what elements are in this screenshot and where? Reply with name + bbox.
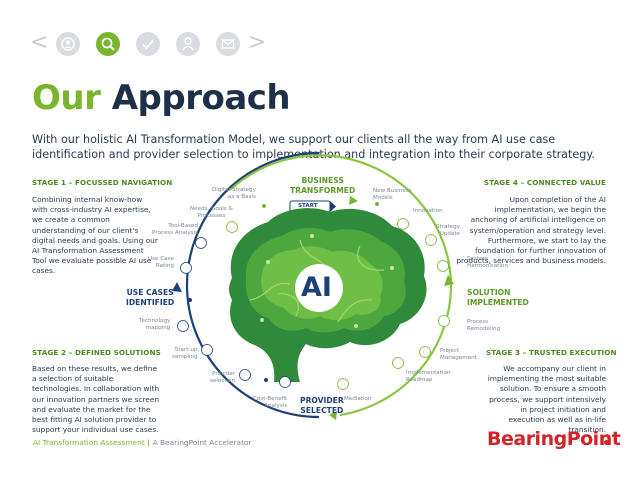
step-icons: [177, 218, 450, 390]
implementation-roadmap-icon: [392, 357, 404, 369]
logo-dot-icon: [604, 440, 609, 445]
footer: AI Transformation Assessment | A Bearing…: [33, 438, 252, 447]
strategy-update-icon: [425, 234, 437, 246]
ai-badge: [295, 264, 343, 312]
title-part-1: Our: [32, 78, 112, 118]
footer-accelerator: A BearingPoint Accelerator: [152, 438, 252, 447]
nav-prev-arrow[interactable]: <: [30, 30, 49, 55]
stage-4-heading: STAGE 4 – CONNECTED VALUE: [483, 178, 606, 187]
ai-label: AI: [301, 272, 332, 303]
cycle-dots-blue: [188, 298, 268, 382]
process-remodeling-icon: [438, 315, 450, 327]
footer-separator: |: [144, 438, 153, 447]
person-icon[interactable]: [176, 32, 200, 56]
start-up-sampling-icon: [201, 344, 213, 356]
mediation-icon: [337, 378, 349, 390]
stage-4-text: Upon completion of the AI implementation…: [456, 195, 606, 266]
cycle-green-arc-bottom: [339, 284, 453, 417]
person-circle-icon[interactable]: [56, 32, 80, 56]
step-innovation: Innovation: [413, 208, 443, 214]
innovation-icon: [397, 218, 409, 230]
technology-mapping-icon: [177, 320, 189, 332]
start-label: START: [298, 203, 318, 209]
system-harmonisation-icon: [437, 260, 449, 272]
check-icon[interactable]: [136, 32, 160, 56]
arrow-icon: [329, 411, 337, 420]
stage-2-heading: STAGE 2 – DEFINED SOLUTIONS: [32, 348, 161, 357]
provider-selection-icon: [239, 369, 251, 381]
arrow-icon: [444, 275, 454, 286]
process-analysis-icon: [195, 237, 207, 249]
arrow-icon: [349, 196, 358, 205]
cycle-dots: [262, 202, 379, 208]
envelope-icon[interactable]: [216, 32, 240, 56]
stage-1-heading: STAGE 1 – FOCUSSED NAVIGATION: [32, 178, 173, 187]
page-title: Our Approach: [32, 78, 291, 118]
magnifier-icon[interactable]: [96, 32, 120, 56]
stage-3-heading: STAGE 3 – TRUSTED EXECUTION: [486, 348, 617, 357]
rating-icon: [180, 262, 192, 274]
step-needs-goals: Needs, Goals &Processes: [190, 206, 233, 219]
bearingpoint-logo: BearingPoint: [487, 428, 621, 450]
needs-goals-icon: [226, 221, 238, 233]
stage-1-text: Combining internal know-how with cross-i…: [32, 195, 158, 276]
arrow-icon: [172, 282, 182, 292]
stage-3-text: We accompany our client in implementing …: [487, 364, 606, 435]
step-mediation: Mediation: [344, 396, 372, 402]
footer-assessment: AI Transformation Assessment: [33, 438, 145, 447]
cycle-green-arc-top: [229, 154, 453, 286]
cost-benefit-icon: [279, 376, 291, 388]
cycle-blue-arc: [185, 151, 453, 419]
start-arrow-icon: [330, 201, 336, 212]
stage-2-text: Based on these results, we define a sele…: [32, 364, 160, 435]
project-management-icon: [419, 346, 431, 358]
top-navigation: < >: [30, 32, 270, 56]
nav-next-arrow[interactable]: >: [248, 30, 267, 55]
title-part-2: Approach: [111, 78, 291, 118]
